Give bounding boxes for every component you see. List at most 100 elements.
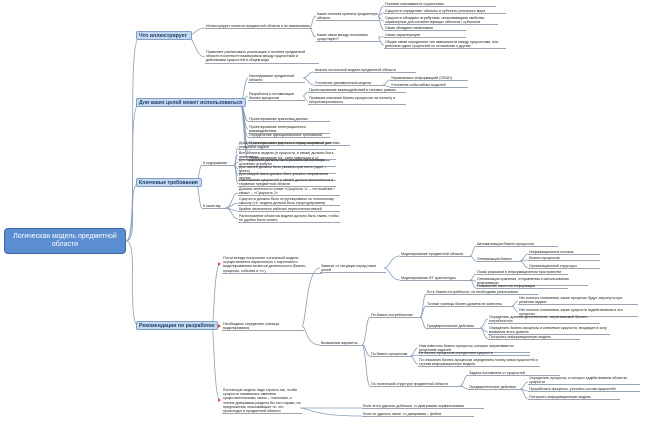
node-l1[interactable]: Задача поставлена от сущностей: [468, 371, 560, 377]
node-bp2a[interactable]: Нет полного понимания, какие процессы бу…: [518, 296, 638, 306]
node-bp2b[interactable]: Нет полного понимания, какие сущности за…: [518, 308, 638, 318]
node-step[interactable]: Предварительные действия: [426, 324, 482, 330]
connector: [302, 77, 315, 86]
connector: [125, 102, 141, 242]
node-p2[interactable]: Из бизнес-процессов определяем сущности: [418, 351, 530, 357]
connector: [383, 267, 401, 281]
node-by-log[interactable]: По логической структуре предметной облас…: [370, 382, 462, 388]
node-rec-n1[interactable]: Почти всегда построение логической модел…: [222, 256, 322, 274]
node-r5[interactable]: Для каждой связи должно быть указано нап…: [238, 172, 336, 182]
node-c1[interactable]: Понятия описываются сущностями: [384, 2, 496, 8]
node-g1b[interactable]: Уточнение динамической модели: [314, 81, 385, 87]
connector: [211, 263, 221, 328]
node-r2[interactable]: Все объекты модели (и сущности, и связи)…: [238, 151, 336, 161]
node-l2c[interactable]: Построить информационную модель: [528, 395, 620, 401]
node-c4[interactable]: Связи обладают свойствами: [384, 26, 466, 32]
node-s2[interactable]: Определить бизнес-процессы и ключевые су…: [488, 326, 610, 336]
node-g1a[interactable]: Анализ логической модели предметной обла…: [314, 68, 416, 74]
node-rec-n2[interactable]: Необходимо определить границы моделирова…: [222, 322, 304, 332]
connector: [377, 36, 385, 46]
node-illustrates[interactable]: Иллюстрирует понятия предметной области …: [205, 24, 312, 30]
connector: [211, 326, 221, 401]
flag-icon: [218, 324, 221, 328]
node-q4[interactable]: Расположение объектов модели должно быть…: [238, 214, 340, 224]
node-c2[interactable]: Сущности определяют объекты и субъекты р…: [384, 9, 506, 15]
node-p3[interactable]: По описанию бизнес-процессов определяем …: [418, 358, 540, 368]
node-bp2[interactable]: Точные границы бизнес-домена не известны: [426, 302, 514, 308]
node-req-content[interactable]: К содержанию: [202, 161, 236, 167]
node-r-bp[interactable]: Бизнес-процессов: [528, 256, 600, 262]
connector: [125, 240, 141, 328]
connector: [519, 388, 529, 400]
branch-goals[interactable]: Для каких целей может использоваться: [136, 98, 246, 107]
connector: [419, 305, 427, 318]
node-r-arch[interactable]: Моделирование ИТ архитектуры: [400, 276, 472, 282]
node-r3[interactable]: Для сущностей должны быть указаны как ми…: [238, 158, 336, 168]
connector: [299, 407, 363, 417]
node-r6[interactable]: Именование сущностей и связей должно вып…: [238, 178, 336, 188]
connector: [469, 255, 477, 262]
node-l2[interactable]: Предварительные действия: [468, 385, 522, 391]
node-by-proc[interactable]: По бизнес-процессам: [370, 352, 412, 358]
node-g5[interactable]: Определение функциональных требований: [248, 133, 330, 139]
node-c6[interactable]: Общие связи определяют тип зависимости м…: [384, 40, 506, 50]
node-r4[interactable]: Для связей должны быть указаны кратность…: [238, 165, 336, 175]
node-rec-n3[interactable]: Логическую модель надо строить так, чтоб…: [222, 388, 302, 415]
node-g6[interactable]: Проектирование контекста информационной …: [248, 141, 350, 147]
node-f2[interactable]: Если не удалось такое, то диаграмма – фе…: [362, 412, 474, 418]
connector: [383, 255, 401, 269]
node-s1[interactable]: Определить домены деятельности, затрагив…: [488, 315, 600, 325]
node-g2a[interactable]: Проектирование взаимодействий в типовых …: [308, 88, 406, 94]
node-r-inf[interactable]: Информационных потоков: [528, 250, 600, 256]
branch-recommendations[interactable]: Рекомендации по разработке: [136, 321, 218, 330]
node-r-proc[interactable]: Моделирование предметной области: [400, 252, 472, 258]
connector: [301, 267, 321, 327]
node-g4[interactable]: Проектирование интеграционного взаимодей…: [248, 125, 330, 135]
node-c3[interactable]: Сущности обладают атрибутами, описывающи…: [384, 16, 498, 26]
node-by-bp[interactable]: По бизнес-потребностям: [370, 313, 422, 319]
node-q2[interactable]: Сущности должны быть отгруппированы по л…: [238, 197, 340, 207]
node-depends[interactable]: Зависит от ситуации перед нами целей: [320, 264, 386, 274]
connector: [361, 316, 371, 346]
node-bp1[interactable]: Есть бизнес-потребности, их необходимо р…: [426, 290, 538, 296]
node-g7[interactable]: Проектирование UX, схем навигации и UI: [248, 156, 330, 162]
node-l2a[interactable]: Определить процессы, в которых задейство…: [528, 376, 640, 386]
node-r-a2[interactable]: Оптимизация хранения, отправления и испо…: [476, 277, 588, 287]
node-req-quality[interactable]: К качеству: [202, 204, 227, 210]
node-variants[interactable]: Возможные варианты: [320, 341, 364, 347]
flag-icon: [218, 262, 221, 266]
node-q1[interactable]: Должна читаться по схеме «Сущность 1» – …: [238, 187, 340, 197]
node-r-a1[interactable]: Поиск разрывов в информационном простран…: [476, 270, 568, 276]
node-g2b[interactable]: Проверка описания бизнес-процессов на по…: [308, 96, 406, 106]
node-r-auto[interactable]: Автоматизация бизнес-процессов: [476, 242, 558, 248]
connector: [302, 95, 309, 102]
node-g2[interactable]: Разработка и оптимизация бизнес-процессо…: [248, 92, 305, 102]
node-g1b1[interactable]: Управляемых информацией (CRUD): [390, 76, 468, 82]
node-q-concepts[interactable]: Какие понятия приняты предметную область: [316, 12, 380, 22]
node-g1b2[interactable]: Уточнение событийных моделей: [390, 83, 468, 89]
node-r1[interactable]: Должна включать все сущности и связи, зн…: [238, 141, 336, 151]
branch-what-illustrates[interactable]: Что иллюстрирует: [136, 31, 192, 40]
connector: [309, 15, 317, 29]
node-c5[interactable]: Связи характеризуют: [384, 33, 466, 39]
node-q3[interactable]: Крайне желательно избегать пересечения с…: [238, 207, 340, 213]
node-s3[interactable]: Построить информационную модель: [488, 335, 580, 341]
node-r-opt[interactable]: Оптимизация бизнес: [476, 257, 522, 263]
node-g3[interactable]: Проектирование хранилищ данных: [248, 117, 330, 123]
flag-icon: [218, 398, 221, 402]
node-allows[interactable]: Позволяет расписывать реализация и понят…: [205, 50, 319, 64]
branch-requirements[interactable]: Ключевые требования: [136, 178, 202, 187]
root-topic[interactable]: Логическая модель предметной области: [4, 228, 126, 254]
node-l2b[interactable]: Проработать процессы, уточнить состав су…: [528, 387, 640, 393]
node-f1[interactable]: Если этого удалось добиться, то диаграмм…: [362, 404, 484, 410]
connector: [301, 325, 321, 346]
node-r-org[interactable]: Организационной структуры: [528, 264, 600, 270]
node-q-relations[interactable]: Какие связи между понятиями существуют?: [316, 33, 380, 43]
connector: [382, 84, 391, 88]
node-p1[interactable]: Нам известны бизнес-процессы, которые за…: [418, 344, 530, 354]
connector: [459, 385, 469, 390]
node-g1[interactable]: Исследование предметной области: [248, 74, 305, 84]
node-r-a3[interactable]: Повышение качества информации: [476, 284, 568, 290]
